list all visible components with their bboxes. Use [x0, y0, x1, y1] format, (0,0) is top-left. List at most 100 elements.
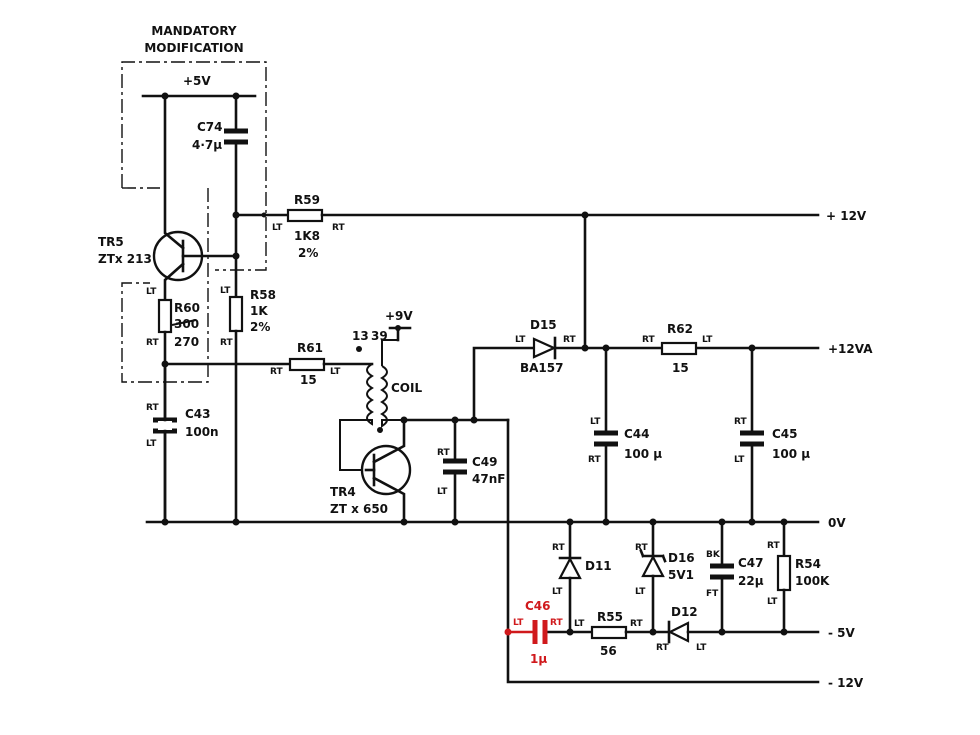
r60-ref: R60 — [174, 301, 200, 315]
resistor-r55 — [590, 625, 628, 640]
plus9v-supply: +9V — [385, 309, 413, 342]
r58-tolerance: 2% — [250, 320, 270, 334]
c47-bk: BK — [706, 550, 721, 560]
c49-rt: RT — [437, 448, 451, 458]
c46-value: 1μ — [530, 652, 547, 666]
minus5v-line: LT R55 RT 56 D12 RT LT - 5V — [542, 605, 856, 658]
d12-ref: D12 — [671, 605, 698, 619]
r55-value: 56 — [600, 644, 617, 658]
r60-lt: LT — [146, 287, 157, 297]
r59-tolerance: 2% — [298, 246, 318, 260]
tr4-ref: TR4 — [330, 485, 356, 499]
r59-lt: LT — [272, 223, 283, 233]
resistor-r54: RT LT R54 100K — [767, 520, 830, 636]
d11-lt: LT — [552, 587, 563, 597]
r61-ref: R61 — [297, 341, 323, 355]
plus12va-label: +12VA — [828, 342, 873, 356]
r60-strikeout — [171, 319, 197, 326]
r59-ref: R59 — [294, 193, 320, 207]
r59-value: 1K8 — [294, 229, 320, 243]
capacitor-c47: BK FT C47 22μ — [706, 520, 764, 636]
tr5-ref: TR5 — [98, 235, 124, 249]
d15-rt: RT — [563, 335, 577, 345]
d15-ref: D15 — [530, 318, 557, 332]
resistor-r61: R61 RT LT 15 — [163, 341, 374, 387]
r58-value: 1K — [250, 304, 268, 318]
c44-value: 100 μ — [624, 447, 662, 461]
c43-value: 100n — [185, 425, 219, 439]
zero-volt-rail: 0V — [145, 516, 846, 530]
c46-rt: RT — [550, 618, 564, 628]
transistor-tr4: TR4 ZT x 650 — [330, 416, 412, 524]
diode-d15: D15 LT RT BA157 — [515, 213, 756, 375]
header-line-1: MANDATORY — [151, 24, 237, 38]
c47-ft: FT — [706, 589, 719, 599]
capacitor-c45: RT LT C45 100 μ — [734, 346, 810, 524]
capacitor-c46-highlighted: C46 LT RT 1μ — [504, 599, 564, 666]
c45-ref: C45 — [772, 427, 798, 441]
c44-lt: LT — [590, 417, 601, 427]
coil-label: COIL — [391, 381, 422, 395]
c45-lt: LT — [734, 455, 745, 465]
coil-pin-39: 39 — [371, 329, 388, 343]
c43-rt: RT — [146, 403, 160, 413]
plus5v-rail: +5V — [141, 74, 257, 100]
d16-ref: D16 — [668, 551, 695, 565]
c43-ref: C43 — [185, 407, 211, 421]
c44-rt: RT — [588, 455, 602, 465]
c45-value: 100 μ — [772, 447, 810, 461]
resistor-r58: LT RT R58 1K 2% — [220, 253, 276, 524]
r54-lt: LT — [767, 597, 778, 607]
d16-lt: LT — [635, 587, 646, 597]
r54-value: 100K — [795, 574, 830, 588]
d12-rt: RT — [656, 643, 670, 653]
d16-rt: RT — [635, 543, 649, 553]
c49-value: 47nF — [472, 472, 505, 486]
modification-boundary-lower — [121, 188, 209, 383]
c45-rt: RT — [734, 417, 748, 427]
modification-boundary-upper — [121, 61, 267, 271]
plus12v-line: R59 LT RT 1K8 2% + 12V — [232, 193, 867, 260]
r60-value: 270 — [174, 335, 199, 349]
resistor-r62: R62 RT LT 15 +12VA — [642, 322, 873, 375]
zero-volt-label: 0V — [828, 516, 846, 530]
r60-rt: RT — [146, 338, 160, 348]
zener-diode-d16: RT LT D16 5V1 — [635, 520, 695, 636]
c47-value: 22μ — [738, 574, 764, 588]
c49-ref: C49 — [472, 455, 498, 469]
c46-lt: LT — [513, 618, 524, 628]
c47-ref: C47 — [738, 556, 764, 570]
r55-rt: RT — [630, 619, 644, 629]
capacitor-c49: RT LT C49 47nF — [437, 418, 505, 524]
plus5v-label: +5V — [183, 74, 211, 88]
header-line-2: MODIFICATION — [144, 41, 243, 55]
c44-ref: C44 — [624, 427, 650, 441]
diode-d12 — [667, 621, 690, 643]
r58-rt: RT — [220, 338, 234, 348]
r62-ref: R62 — [667, 322, 693, 336]
r54-rt: RT — [767, 541, 781, 551]
r62-value: 15 — [672, 361, 689, 375]
d16-value: 5V1 — [668, 568, 694, 582]
capacitor-c44: LT RT C44 100 μ — [588, 346, 662, 524]
modification-header: MANDATORY MODIFICATION — [144, 24, 243, 55]
c74-ref: C74 — [197, 120, 223, 134]
d15-type: BA157 — [520, 361, 563, 375]
coil-pin-13: 13 — [352, 329, 369, 343]
r61-lt: LT — [330, 367, 341, 377]
minus5v-label: - 5V — [828, 626, 856, 640]
tr4-type: ZT x 650 — [330, 502, 388, 516]
r62-lt: LT — [702, 335, 713, 345]
plus12v-label: + 12V — [826, 209, 867, 223]
diode-d11: RT LT D11 — [552, 520, 612, 636]
transistor-tr5: TR5 ZTx 213 — [98, 94, 240, 302]
r58-lt: LT — [220, 286, 231, 296]
d12-lt: LT — [696, 643, 707, 653]
r61-value: 15 — [300, 373, 317, 387]
r61-rt: RT — [270, 367, 284, 377]
r55-ref: R55 — [597, 610, 623, 624]
d11-ref: D11 — [585, 559, 612, 573]
r54-ref: R54 — [795, 557, 821, 571]
c43-lt: LT — [146, 439, 157, 449]
